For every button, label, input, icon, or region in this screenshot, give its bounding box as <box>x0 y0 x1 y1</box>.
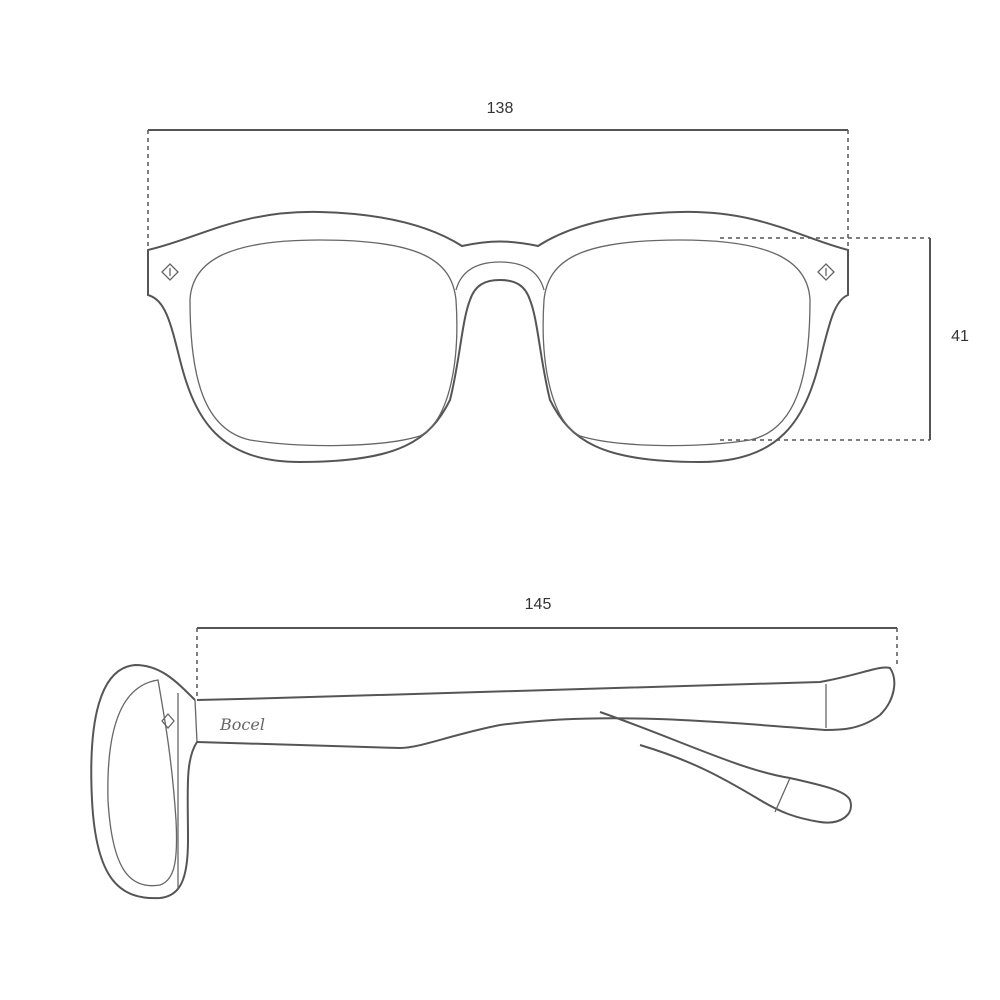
temple-length-label: 145 <box>524 596 552 613</box>
right-rivet-icon <box>817 263 835 281</box>
bridge <box>455 261 545 291</box>
left-lens <box>189 239 458 447</box>
right-lens <box>542 239 811 447</box>
side-rivet-icon <box>161 713 175 729</box>
height-label: 41 <box>951 328 969 345</box>
temple-dimension-line <box>196 627 898 700</box>
width-label: 138 <box>486 100 514 117</box>
brand-logo: Bocel <box>219 715 265 734</box>
height-dimension-line <box>720 237 931 441</box>
width-dimension-line <box>147 129 849 250</box>
front-frame <box>147 210 849 464</box>
side-lens <box>107 679 178 887</box>
side-frame: Bocel <box>90 663 896 900</box>
left-rivet-icon <box>161 263 179 281</box>
